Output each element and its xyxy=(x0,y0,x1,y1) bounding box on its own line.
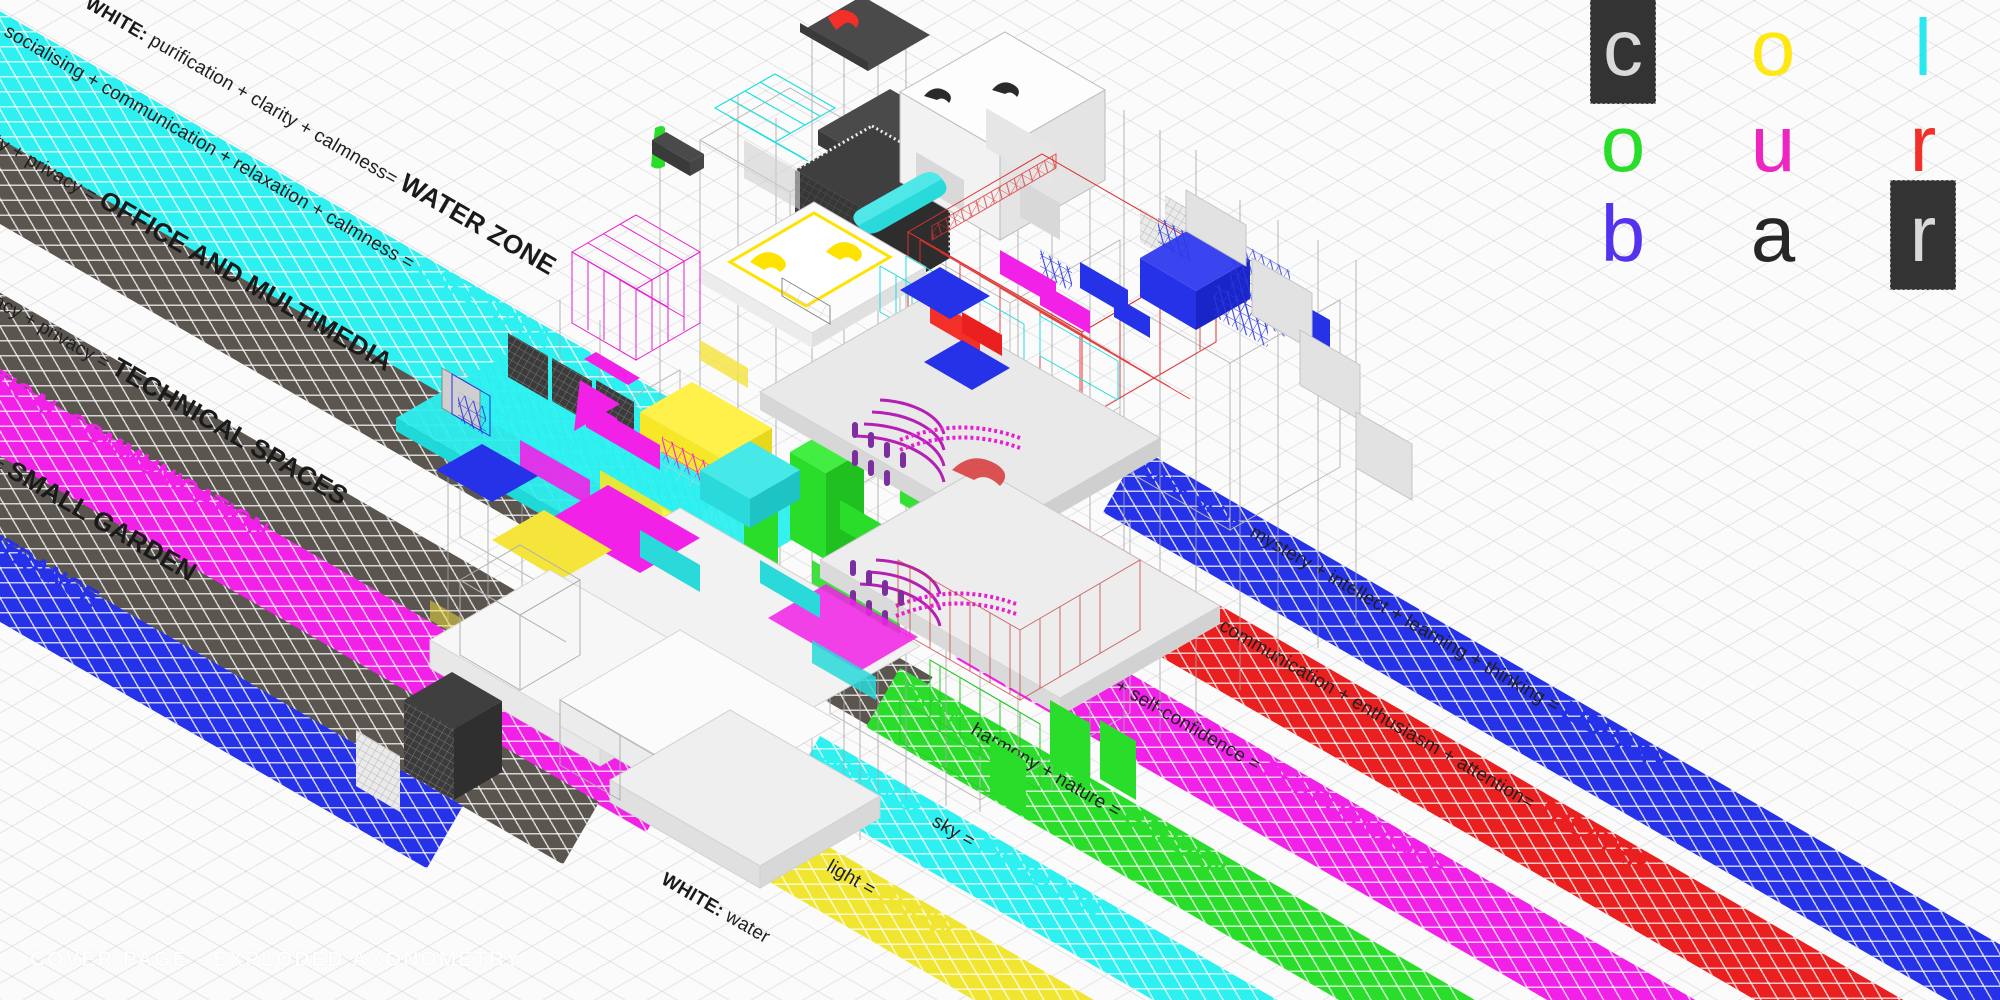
title-letter: r xyxy=(1909,189,1937,278)
title-letter-box xyxy=(1590,0,1656,104)
legend-band-garden xyxy=(866,668,2000,1000)
footer-caption: COVER PAGE - EXPLODED AXONOMETRY xyxy=(30,948,522,971)
title-letter: r xyxy=(1909,99,1937,188)
title-letter: c xyxy=(1603,3,1643,92)
title-letter: l xyxy=(1914,3,1932,92)
title-letter: o xyxy=(1600,99,1646,188)
title-letter: a xyxy=(1750,189,1796,278)
title-letter: u xyxy=(1750,99,1796,188)
band-grid-texture xyxy=(866,668,2000,1000)
title-letter: o xyxy=(1750,3,1796,92)
title-letter: b xyxy=(1600,189,1646,278)
legend-colour-keyword: WHITE: xyxy=(81,0,152,46)
title-letter-box xyxy=(1890,180,1956,290)
